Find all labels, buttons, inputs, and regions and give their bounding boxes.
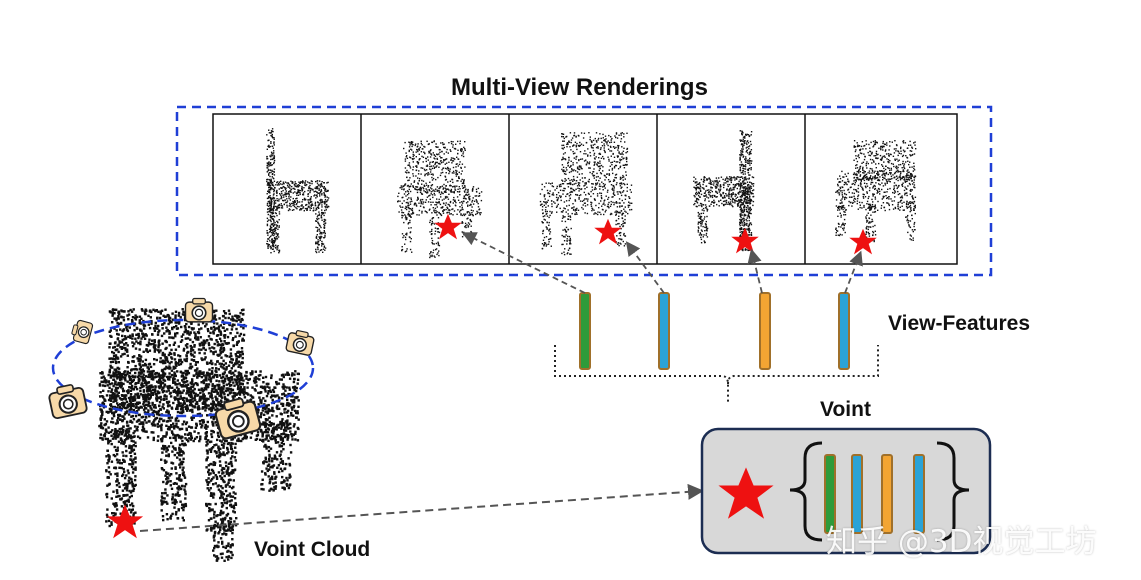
- view-feature-blue: [658, 292, 670, 370]
- voint-right-brace: [936, 441, 970, 542]
- rendering-panel-side: [266, 128, 330, 254]
- renderings-title: Multi-View Renderings: [451, 74, 708, 101]
- camera-icon: [184, 297, 214, 323]
- watermark: 知乎 @3D视觉工坊: [826, 524, 1097, 560]
- view-features-label: View-Features: [888, 312, 1031, 335]
- view-features: [579, 292, 850, 370]
- voint-features: [824, 454, 925, 534]
- arrow-feature3-to-view4: [747, 248, 763, 294]
- view-features-brace: [554, 345, 879, 404]
- camera-icon: [284, 328, 316, 357]
- voint-feature-blue: [851, 454, 863, 534]
- arrow-feature2-to-view3: [625, 241, 665, 294]
- renderings-dashed-box: [175, 105, 993, 277]
- view-feature-green: [579, 292, 591, 370]
- arrow-feature1-to-view2: [461, 232, 586, 294]
- view-feature-orange: [759, 292, 771, 370]
- arrow-feature4-to-view5: [844, 250, 863, 294]
- voint-left-brace: [789, 441, 823, 542]
- rendering-panel-top: [804, 114, 917, 264]
- camera-icon: [69, 318, 94, 345]
- voint-feature-orange: [881, 454, 893, 534]
- voint-feature-green: [824, 454, 836, 534]
- camera-icon: [46, 381, 89, 420]
- camera-ring: [51, 318, 315, 418]
- voint-cloud-label: Voint Cloud: [254, 538, 371, 561]
- rendering-panel-front-right: [508, 114, 633, 264]
- rendering-panels: [212, 113, 958, 265]
- view-feature-blue: [838, 292, 850, 370]
- arrow-cloud-to-voint: [139, 483, 704, 532]
- voint-label: Voint: [820, 398, 871, 421]
- voint-feature-blue: [913, 454, 925, 534]
